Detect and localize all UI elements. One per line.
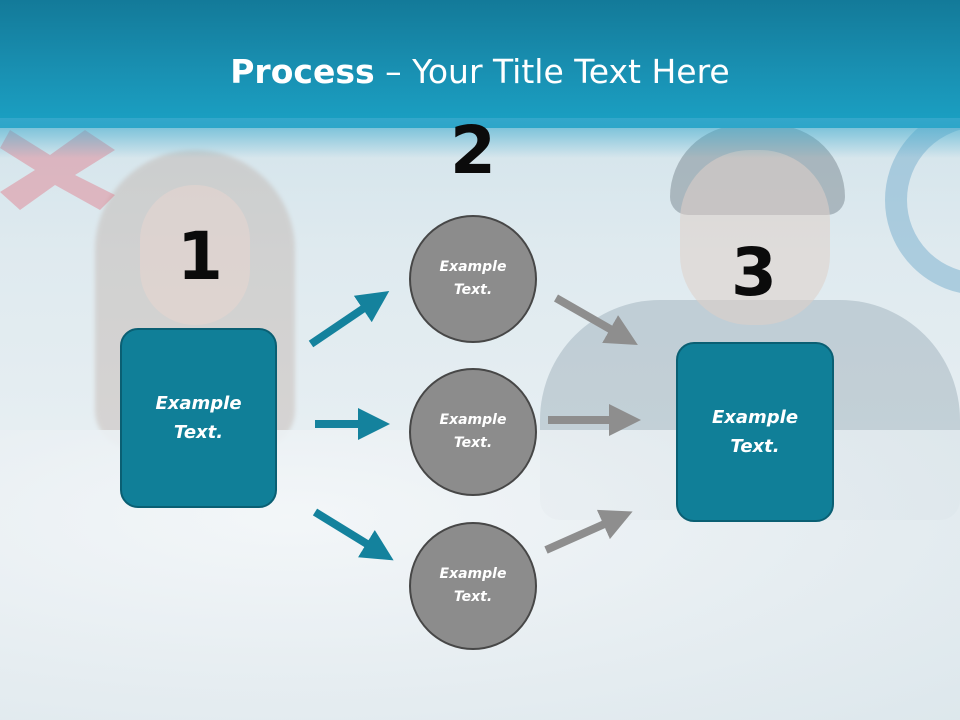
bg-woman-face [140, 185, 250, 325]
arrow-1-to-2c [312, 508, 394, 561]
bg-man-face [680, 150, 830, 325]
slide-title: Process – Your Title Text Here [0, 52, 960, 91]
step-2-circle-2-text: Example Text. [439, 412, 507, 451]
arrow-1-to-2a [308, 291, 390, 348]
step-3-text: Example Text. [711, 407, 799, 457]
step-2-circle-1[interactable]: Example Text. [409, 215, 537, 343]
step-3-box[interactable]: Example Text. [676, 342, 834, 522]
title-dash: – [374, 52, 413, 91]
step-2-circle-1-text: Example Text. [439, 259, 507, 298]
arrow-2c-to-3 [544, 509, 633, 554]
arrow-2a-to-3 [554, 294, 638, 345]
title-bar [0, 0, 960, 128]
step-1-number: 1 [177, 218, 223, 295]
step-3-number: 3 [731, 234, 777, 311]
step-2-circle-2[interactable]: Example Text. [409, 368, 537, 496]
step-2-circle-3-text: Example Text. [439, 566, 507, 605]
step-2-circle-3[interactable]: Example Text. [409, 522, 537, 650]
title-rest: Your Title Text Here [412, 52, 730, 91]
step-1-box[interactable]: Example Text. [120, 328, 277, 508]
title-bar-fade [0, 118, 960, 158]
step-2-number: 2 [450, 112, 496, 189]
title-bold: Process [230, 52, 375, 91]
step-1-text: Example Text. [155, 393, 242, 443]
